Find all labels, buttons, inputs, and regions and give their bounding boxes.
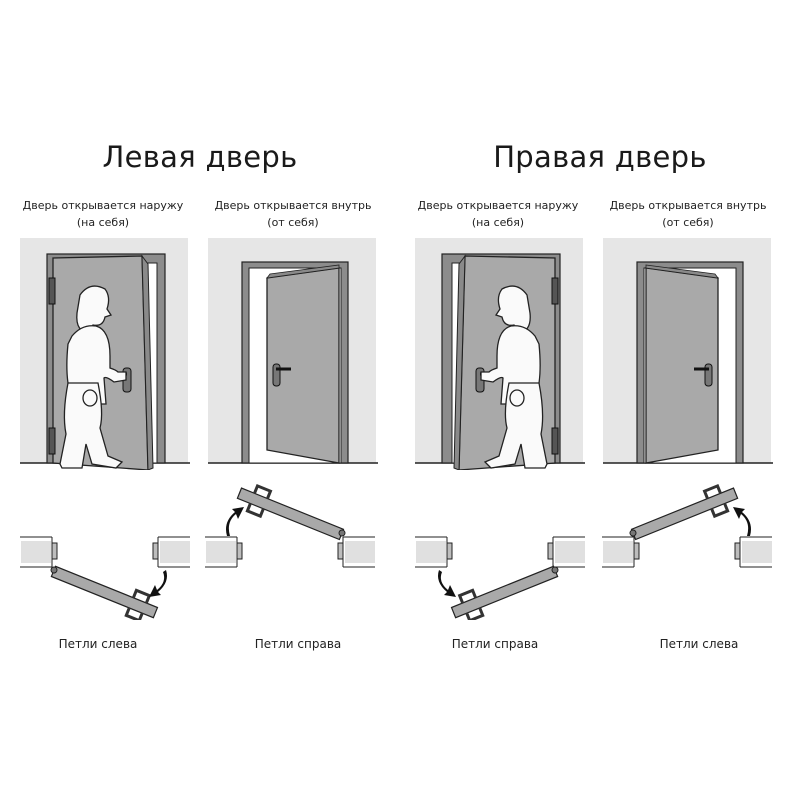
hinge-icon <box>551 277 559 455</box>
caption-right-outward: Дверь открывается наружу (на себя) <box>417 199 579 229</box>
caption-left-outward: Дверь открывается наружу (на себя) <box>22 199 184 229</box>
plan-right-outward <box>405 480 600 620</box>
right-door-title: Правая дверь <box>493 140 707 174</box>
door-handle-icon <box>272 363 291 387</box>
curved-arrow-icon <box>733 507 751 536</box>
hinge-label-right-inward: Петли слева <box>659 637 739 651</box>
hinge-icon <box>48 277 56 455</box>
curved-arrow-icon <box>226 507 244 536</box>
person-figure-icon <box>480 285 548 469</box>
hinge-label-left-outward: Петли слева <box>58 637 138 651</box>
hinge-label-right-outward: Петли справа <box>451 637 539 651</box>
caption-left-inward: Дверь открывается внутрь (от себя) <box>214 199 372 229</box>
hinge-label-left-inward: Петли справа <box>254 637 342 651</box>
plan-left-outward <box>10 480 205 620</box>
scene-right-inward <box>603 238 773 470</box>
caption-right-inward: Дверь открывается внутрь (от себя) <box>609 199 767 229</box>
plan-left-inward <box>200 480 395 620</box>
scene-left-inward <box>208 238 378 470</box>
person-figure-icon <box>59 285 127 469</box>
left-door-title: Левая дверь <box>102 140 298 174</box>
scene-left-outward <box>20 238 190 470</box>
scene-right-outward <box>415 238 585 470</box>
plan-right-inward <box>597 480 792 620</box>
curved-arrow-icon <box>149 570 167 597</box>
door-handle-icon <box>694 363 713 387</box>
curved-arrow-icon <box>438 570 456 597</box>
